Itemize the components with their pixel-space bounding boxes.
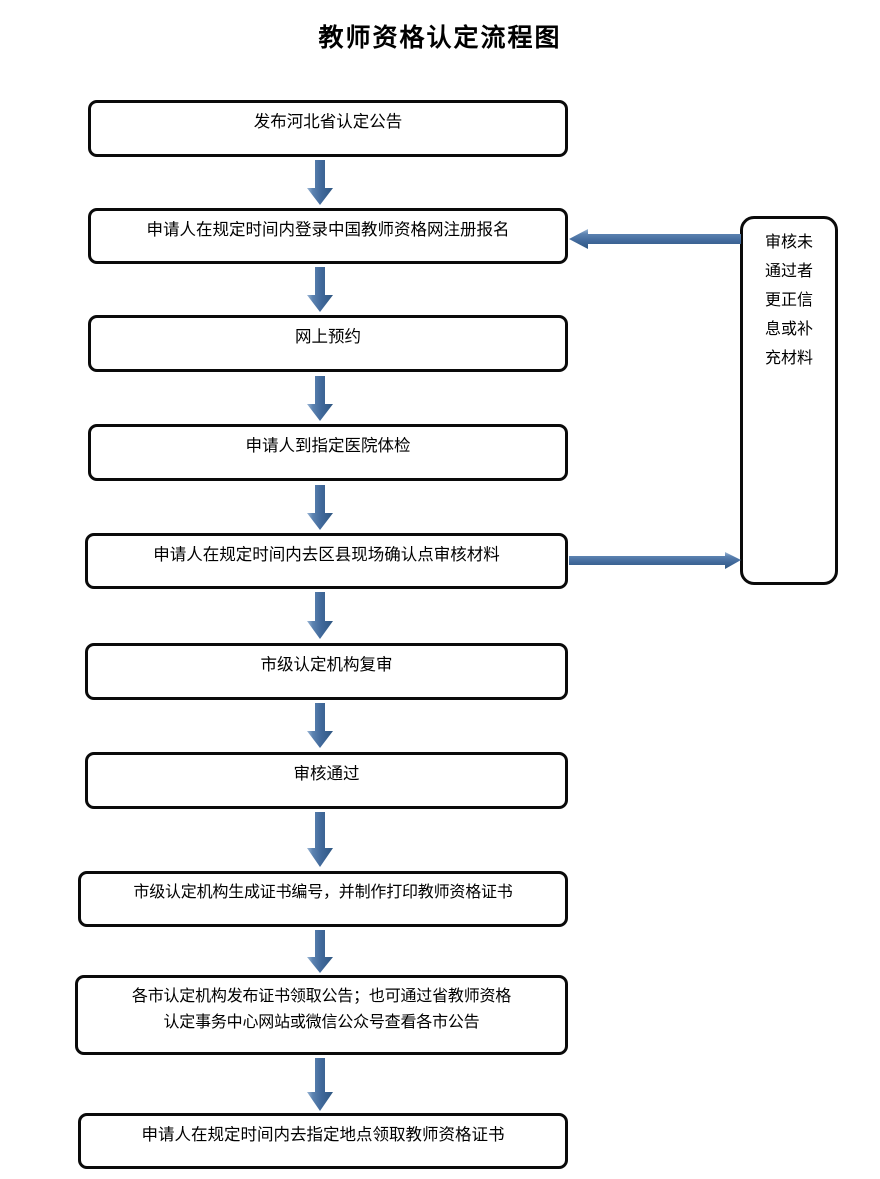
arrow-down-icon: [307, 1058, 333, 1111]
flow-box-label: 申请人在规定时间内去区县现场确认点审核材料: [153, 546, 500, 564]
flow-box-label: 申请人在规定时间内登录中国教师资格网注册报名: [146, 221, 510, 239]
flow-box-step-1[interactable]: 发布河北省认定公告: [88, 100, 568, 157]
flow-box-step-9[interactable]: 各市认定机构发布证书领取公告；也可通过省教师资格 认定事务中心网站或微信公众号查…: [75, 975, 568, 1055]
flow-box-step-8[interactable]: 市级认定机构生成证书编号，并制作打印教师资格证书: [78, 871, 568, 927]
flow-box-label: 各市认定机构发布证书领取公告；也可通过省教师资格 认定事务中心网站或微信公众号查…: [131, 988, 512, 1031]
flow-box-label: 发布河北省认定公告: [253, 113, 403, 131]
arrow-down-icon: [307, 267, 333, 312]
flow-box-step-3[interactable]: 网上预约: [88, 315, 568, 372]
arrow-down-icon: [307, 812, 333, 867]
arrow-right-icon: [569, 552, 741, 569]
flow-box-side-note[interactable]: 审核未 通过者 更正信 息或补 充材料: [740, 216, 838, 585]
flow-box-label: 网上预约: [295, 328, 361, 346]
arrow-down-icon: [307, 376, 333, 421]
flow-box-step-5[interactable]: 申请人在规定时间内去区县现场确认点审核材料: [85, 533, 568, 589]
flow-box-label: 市级认定机构生成证书编号，并制作打印教师资格证书: [133, 884, 513, 901]
flow-box-label: 申请人在规定时间内去指定地点领取教师资格证书: [141, 1126, 505, 1144]
arrow-down-icon: [307, 160, 333, 205]
flow-box-step-7[interactable]: 审核通过: [85, 752, 568, 809]
arrow-down-icon: [307, 703, 333, 748]
arrow-down-icon: [307, 485, 333, 530]
flow-box-label: 审核通过: [293, 765, 360, 783]
flow-box-step-2[interactable]: 申请人在规定时间内登录中国教师资格网注册报名: [88, 208, 568, 264]
flow-box-label: 申请人到指定医院体检: [245, 437, 411, 455]
flow-box-step-6[interactable]: 市级认定机构复审: [85, 643, 568, 700]
page-title: 教师资格认定流程图: [318, 25, 562, 52]
flow-box-step-4[interactable]: 申请人到指定医院体检: [88, 424, 568, 481]
arrow-left-icon: [569, 229, 741, 249]
flow-box-label: 市级认定机构复审: [260, 656, 393, 674]
side-note-label: 审核未 通过者 更正信 息或补 充材料: [764, 234, 813, 367]
arrow-down-icon: [307, 592, 333, 639]
flow-box-step-10[interactable]: 申请人在规定时间内去指定地点领取教师资格证书: [78, 1113, 568, 1169]
arrow-down-icon: [307, 930, 333, 973]
